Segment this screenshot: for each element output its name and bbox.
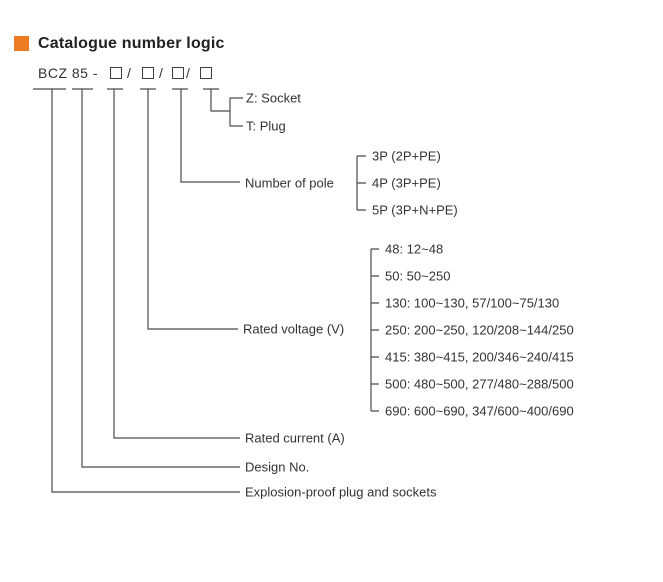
- page-title: Catalogue number logic: [38, 35, 225, 52]
- option-pole-5p: 5P (3P+N+PE): [372, 202, 458, 218]
- code-placeholder-box-2: [142, 67, 154, 79]
- option-pole-4p: 4P (3P+PE): [372, 175, 441, 191]
- option-pole-3p: 3P (2P+PE): [372, 148, 441, 164]
- section-bullet-icon: [14, 36, 29, 51]
- option-voltage-250: 250: 200~250, 120/208~144/250: [385, 322, 574, 338]
- option-voltage-48: 48: 12~48: [385, 241, 444, 257]
- option-plug: T: Plug: [246, 118, 286, 134]
- label-rated-voltage: Rated voltage (V): [243, 321, 345, 337]
- code-placeholder-box-1: [110, 67, 122, 79]
- code-placeholder-box-3: [172, 67, 184, 79]
- label-design-no: Design No.: [245, 459, 310, 475]
- code-prefix: BCZ 85 -: [38, 65, 99, 81]
- label-rated-current: Rated current (A): [245, 430, 345, 446]
- option-voltage-690: 690: 600~690, 347/600~400/690: [385, 403, 574, 419]
- option-voltage-500: 500: 480~500, 277/480~288/500: [385, 376, 574, 392]
- code-separator-3: /: [186, 65, 190, 81]
- label-explosion-proof: Explosion-proof plug and sockets: [245, 484, 437, 500]
- code-separator-1: /: [127, 65, 131, 81]
- option-voltage-415: 415: 380~415, 200/346~240/415: [385, 349, 574, 365]
- label-number-of-pole: Number of pole: [245, 175, 334, 191]
- code-placeholder-box-4: [200, 67, 212, 79]
- option-voltage-50: 50: 50~250: [385, 268, 451, 284]
- code-separator-2: /: [159, 65, 163, 81]
- option-socket: Z: Socket: [246, 90, 301, 106]
- option-voltage-130: 130: 100~130, 57/100~75/130: [385, 295, 560, 311]
